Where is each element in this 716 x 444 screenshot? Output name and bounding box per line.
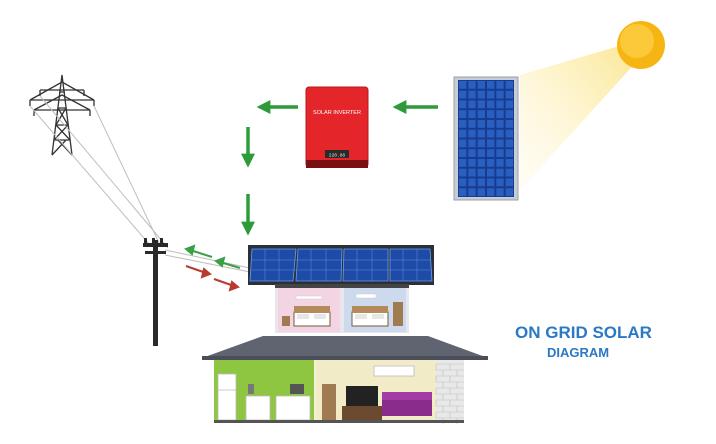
panel-cell — [505, 188, 513, 196]
panel-cell — [468, 120, 476, 128]
roof-solar-panels — [248, 245, 434, 285]
microwave-icon — [290, 384, 304, 394]
house-icon — [202, 245, 488, 424]
panel-cell — [496, 149, 504, 157]
panel-cell — [459, 81, 467, 89]
inverter-display: 220.88 — [329, 153, 346, 159]
panel-cell — [496, 90, 504, 99]
panel-cell — [496, 81, 504, 89]
panel-cell — [459, 120, 467, 128]
panel-cell — [477, 159, 485, 167]
panel-cell — [496, 139, 504, 148]
panel-cell — [468, 188, 476, 196]
panel-cell — [487, 110, 495, 118]
panel-cell — [468, 159, 476, 167]
panel-cell — [505, 120, 513, 128]
utility-pole-icon — [143, 238, 168, 346]
panel-cell — [487, 149, 495, 157]
panel-cell — [459, 90, 467, 99]
panel-cell — [487, 178, 495, 187]
panel-cell — [477, 139, 485, 148]
panel-cell — [459, 168, 467, 177]
panel-cell — [468, 100, 476, 109]
panel-cell — [468, 139, 476, 148]
panel-cell — [487, 188, 495, 196]
panel-cell — [459, 188, 467, 196]
bookshelf-icon — [322, 384, 336, 420]
bed-icon — [293, 306, 331, 327]
panel-cell — [477, 168, 485, 177]
panel-cell — [468, 90, 476, 99]
panel-cell — [505, 90, 513, 99]
panel-cell — [505, 81, 513, 89]
panel-cell — [459, 178, 467, 187]
sun-rays — [520, 40, 640, 190]
panel-cell — [505, 168, 513, 177]
panel-cell — [459, 100, 467, 109]
panel-cell — [496, 168, 504, 177]
panel-cell — [505, 159, 513, 167]
panel-cell — [459, 110, 467, 118]
panel-cell — [487, 139, 495, 148]
transmission-tower-icon — [29, 74, 95, 156]
diagram-subtitle: DIAGRAM — [547, 345, 610, 360]
panel-cell — [468, 178, 476, 187]
power-lines — [29, 95, 251, 273]
panel-cell — [505, 149, 513, 157]
panel-cell — [468, 149, 476, 157]
panel-cell — [468, 168, 476, 177]
panel-cell — [477, 100, 485, 109]
diagram-title: ON GRID SOLAR — [515, 323, 652, 342]
panel-cell — [496, 110, 504, 118]
panel-cell — [487, 100, 495, 109]
fridge-icon — [217, 373, 237, 421]
panel-cell — [459, 139, 467, 148]
panel-cell — [477, 110, 485, 118]
inverter-label: SOLAR INVERTER — [313, 110, 361, 116]
solar-inverter-icon — [305, 86, 369, 168]
panel-cell — [477, 120, 485, 128]
panel-cell — [496, 120, 504, 128]
panel-cell — [487, 159, 495, 167]
panel-cell — [477, 90, 485, 99]
sun-icon — [617, 21, 665, 69]
panel-cell — [505, 139, 513, 148]
air-conditioner-icon — [373, 365, 415, 377]
panel-cell — [477, 188, 485, 196]
panel-cell — [487, 129, 495, 138]
panel-cell — [496, 100, 504, 109]
panel-cell — [459, 159, 467, 167]
solar-panel-icon — [453, 76, 519, 201]
grid-import-arrows — [185, 265, 240, 292]
tv-icon — [346, 386, 378, 406]
panel-cell — [496, 159, 504, 167]
panel-cell — [468, 129, 476, 138]
panel-cell — [477, 129, 485, 138]
panel-cell — [505, 178, 513, 187]
panel-cell — [505, 110, 513, 118]
cabinet-icon — [275, 395, 311, 421]
panel-cell — [487, 168, 495, 177]
panel-cell — [496, 129, 504, 138]
panel-cell — [496, 188, 504, 196]
sofa-icon — [382, 398, 432, 416]
energy-flow-arrows — [241, 100, 438, 236]
panel-cell — [459, 129, 467, 138]
panel-cell — [477, 178, 485, 187]
stove-icon — [245, 395, 271, 421]
bed-icon — [351, 306, 389, 327]
panel-cell — [468, 110, 476, 118]
panel-cell — [477, 149, 485, 157]
panel-cell — [459, 149, 467, 157]
panel-cell — [496, 178, 504, 187]
panel-cell — [487, 120, 495, 128]
panel-cell — [505, 129, 513, 138]
grid-export-arrows — [184, 244, 241, 269]
panel-cell — [487, 81, 495, 89]
panel-cell — [487, 90, 495, 99]
panel-cell — [505, 100, 513, 109]
panel-cell — [477, 81, 485, 89]
panel-cell — [468, 81, 476, 89]
